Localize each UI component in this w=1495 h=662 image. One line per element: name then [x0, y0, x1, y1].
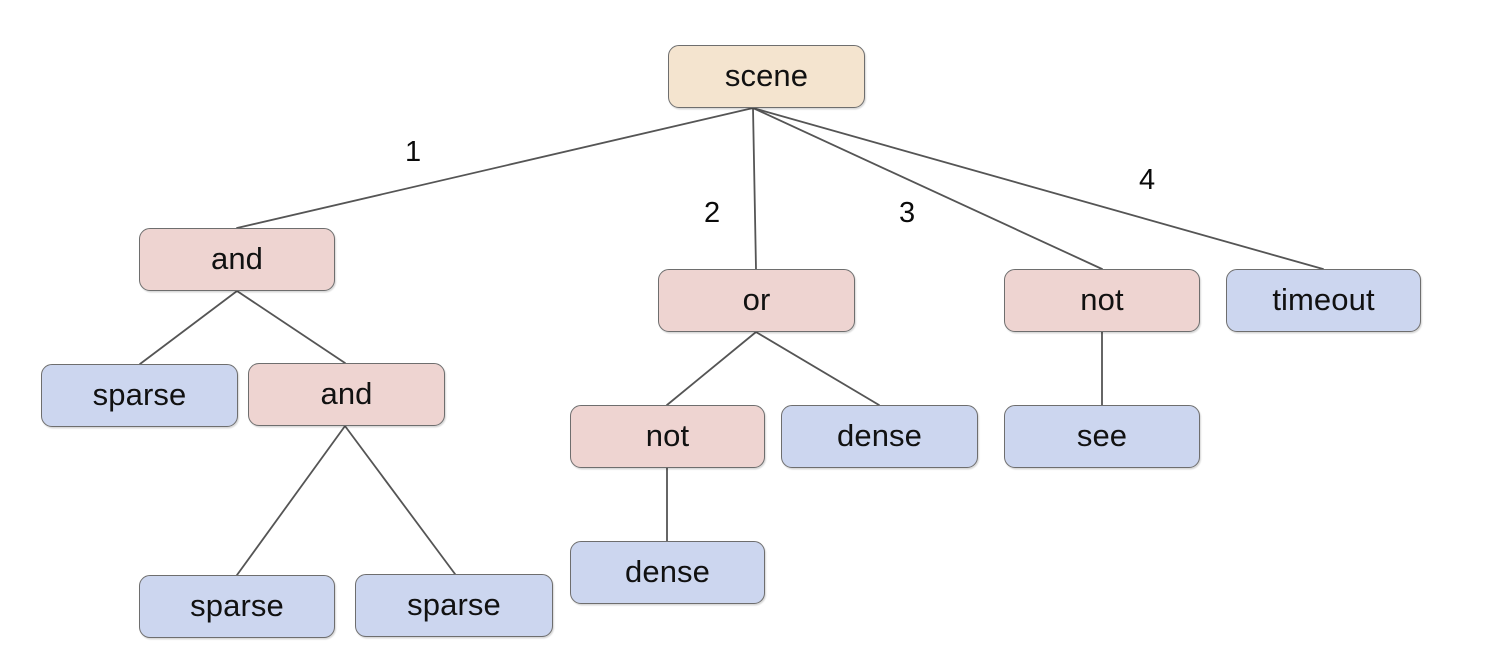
tree-node-label: sparse — [407, 587, 501, 622]
tree-node-not_r[interactable]: not — [1004, 269, 1200, 332]
tree-edge — [236, 290, 346, 364]
tree-node-scene[interactable]: scene — [668, 45, 865, 108]
edge-label-l2: 2 — [704, 197, 721, 229]
edge-label-l4: 4 — [1139, 164, 1156, 196]
tree-node-label: not — [1080, 282, 1124, 317]
tree-node-and2[interactable]: and — [248, 363, 445, 426]
tree-edge — [752, 107, 757, 270]
tree-edge — [752, 107, 1324, 270]
tree-node-sparse3[interactable]: sparse — [355, 574, 553, 637]
tree-node-timeout[interactable]: timeout — [1226, 269, 1421, 332]
tree-node-label: sparse — [190, 588, 284, 623]
tree-edge — [139, 290, 238, 365]
tree-node-sparse2[interactable]: sparse — [139, 575, 335, 638]
tree-node-label: sparse — [92, 377, 187, 412]
tree-node-label: scene — [724, 58, 809, 93]
tree-edge — [236, 107, 754, 229]
tree-node-dense_m[interactable]: dense — [781, 405, 978, 468]
tree-edge — [666, 331, 757, 406]
tree-node-label: timeout — [1272, 282, 1375, 317]
tree-edge — [755, 331, 880, 406]
tree-node-label: or — [742, 282, 771, 317]
edge-label-l3: 3 — [899, 197, 916, 229]
tree-node-label: see — [1076, 418, 1128, 453]
tree-node-see[interactable]: see — [1004, 405, 1200, 468]
tree-node-label: dense — [625, 554, 710, 589]
tree-node-label: not — [645, 418, 690, 453]
tree-edge — [752, 107, 1103, 270]
tree-edge — [344, 425, 456, 575]
tree-node-sparse1[interactable]: sparse — [41, 364, 238, 427]
tree-node-or1[interactable]: or — [658, 269, 855, 332]
tree-edge — [236, 425, 346, 576]
tree-node-dense_b[interactable]: dense — [570, 541, 765, 604]
tree-node-not_m[interactable]: not — [570, 405, 765, 468]
tree-node-label: and — [320, 376, 373, 411]
tree-node-and1[interactable]: and — [139, 228, 335, 291]
edge-label-l1: 1 — [405, 136, 422, 168]
tree-node-label: and — [210, 241, 264, 276]
tree-node-label: dense — [837, 418, 922, 453]
